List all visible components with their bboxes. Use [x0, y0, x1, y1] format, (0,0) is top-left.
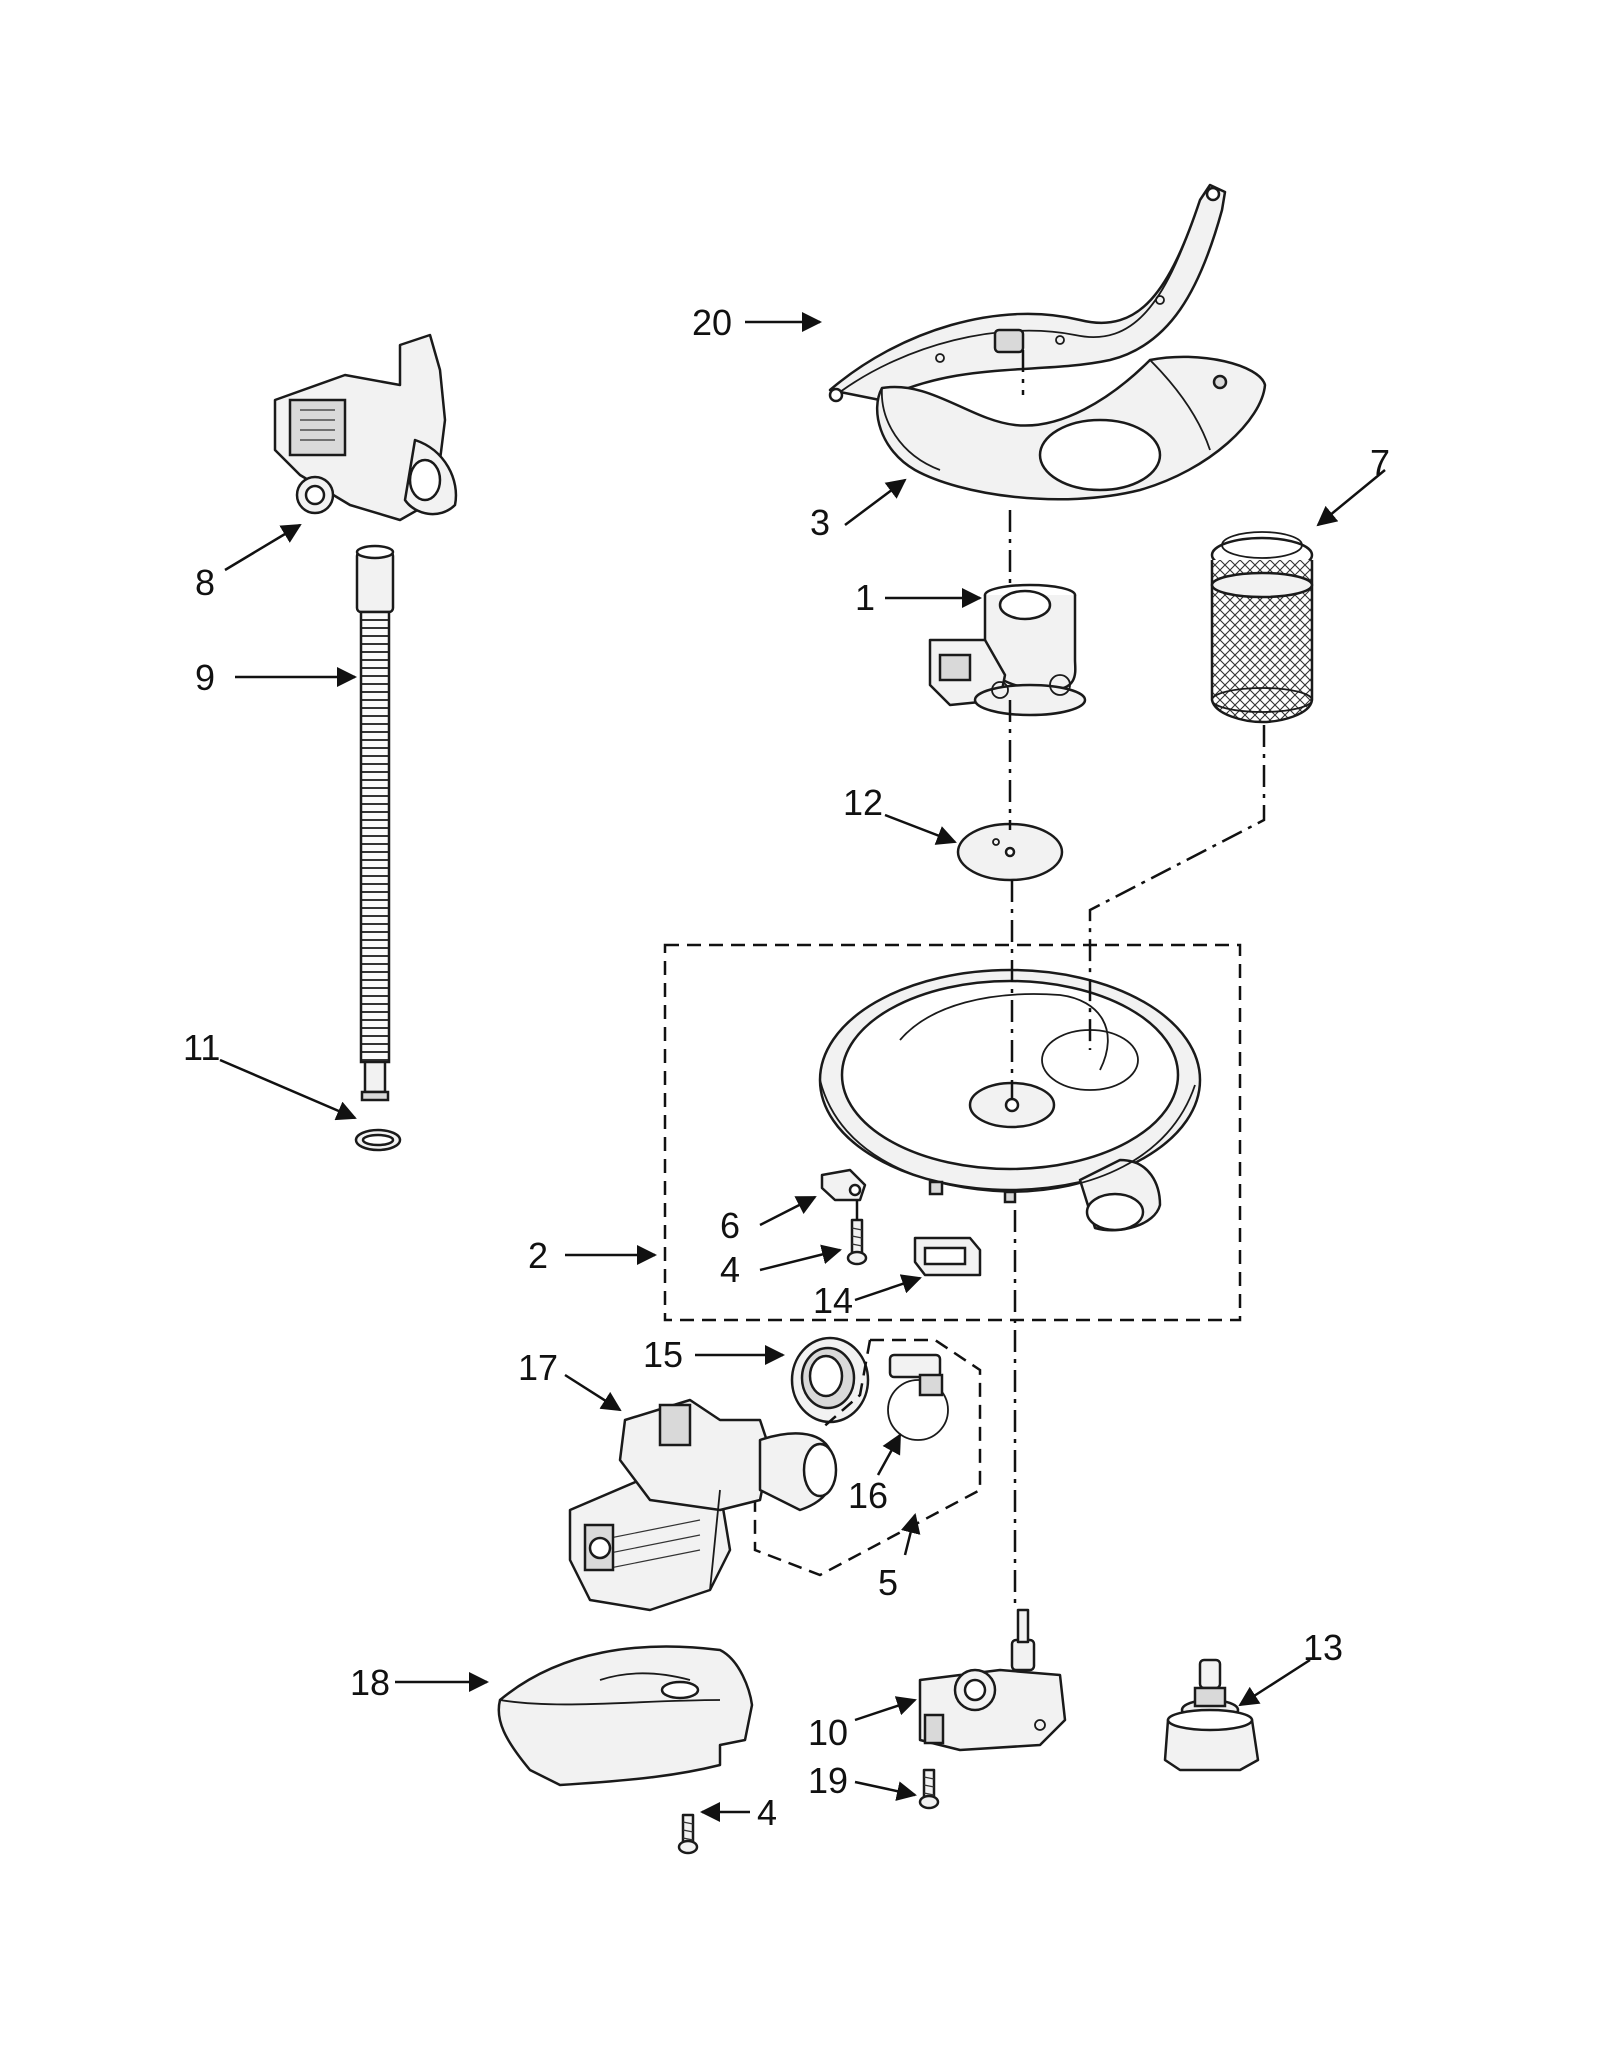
callout-5: 5 [878, 1562, 898, 1603]
callout-18: 18 [350, 1662, 390, 1703]
callout-13: 13 [1303, 1627, 1343, 1668]
callout-14: 14 [813, 1280, 853, 1321]
callout-3: 3 [810, 502, 830, 543]
spray-arm-mount-part [928, 583, 1087, 717]
callout-17: 17 [518, 1347, 558, 1388]
callout-19: 19 [808, 1760, 848, 1801]
callout-9: 9 [195, 657, 215, 698]
spray-arm-part [828, 183, 1227, 403]
callout-6: 6 [720, 1205, 740, 1246]
alignment-lines [855, 350, 1266, 1610]
drain-hose-part [355, 544, 395, 1102]
callout-11: 11 [183, 1027, 220, 1068]
connector-part [913, 1236, 982, 1277]
assembly-5-boundary [753, 1338, 982, 1577]
callout-labels: 20 3 7 8 1 9 12 11 2 6 4 14 15 17 16 5 1… [183, 302, 1390, 1833]
sump-assembly-part [818, 968, 1202, 1232]
callout-1: 1 [855, 577, 875, 618]
clip-part [820, 1168, 867, 1202]
callout-4-lower: 4 [757, 1792, 777, 1833]
assembly-2-boundary [663, 943, 1242, 1322]
seal-part [790, 1336, 870, 1424]
callout-12: 12 [843, 782, 883, 823]
clamp-part-16 [887, 1353, 949, 1441]
spray-shroud-part [875, 355, 1267, 501]
callout-16: 16 [848, 1475, 888, 1516]
screw-part-19 [918, 1768, 940, 1810]
callout-2: 2 [528, 1235, 548, 1276]
callout-4-upper: 4 [720, 1249, 740, 1290]
drain-pump-part [273, 333, 458, 522]
plate-part [956, 822, 1064, 882]
callout-20: 20 [692, 302, 732, 343]
screw-part-a [846, 1218, 868, 1266]
filter-part [1210, 531, 1314, 724]
callout-8: 8 [195, 562, 215, 603]
diverter-motor-part [918, 1608, 1067, 1752]
callout-15: 15 [643, 1334, 683, 1375]
turbidity-sensor-part [1163, 1658, 1260, 1772]
pump-cover-part [497, 1645, 754, 1787]
screw-part-b [677, 1813, 699, 1855]
leader-lines [219, 312, 1386, 1822]
callout-10: 10 [808, 1712, 848, 1753]
callout-7: 7 [1370, 442, 1390, 483]
hose-clamp-part [354, 1128, 402, 1152]
circulation-pump-part [568, 1398, 838, 1612]
